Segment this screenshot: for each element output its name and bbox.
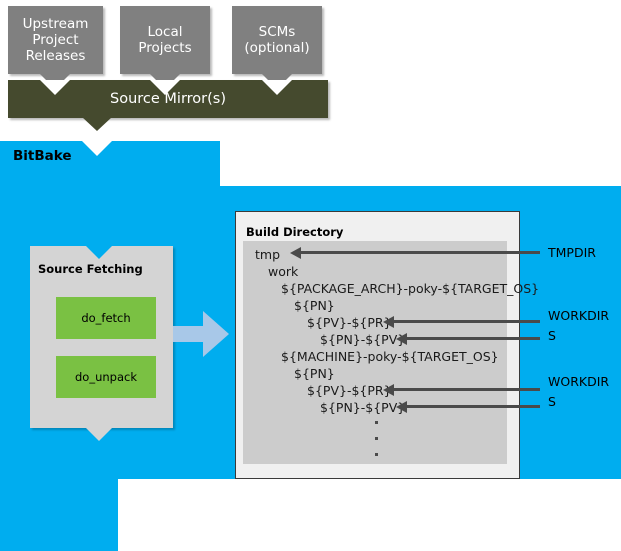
tmpdir-arrow-icon — [290, 247, 301, 259]
tmpdir-arrow-shaft — [301, 251, 540, 254]
source-box-label: Upstream Project Releases — [22, 16, 89, 64]
directory-tree-panel — [243, 241, 507, 464]
source-fetching-output-arrow-icon — [86, 428, 112, 441]
s-2-arrow-shaft — [407, 405, 540, 408]
task-label: do_unpack — [75, 370, 137, 384]
fetch-to-builddir-arrow-icon — [203, 311, 229, 357]
mirror-notch-scms — [262, 80, 292, 95]
build-directory-title: Build Directory — [246, 225, 344, 239]
variable-label-s-2: S — [548, 394, 556, 409]
source-mirror-label: Source Mirror(s) — [110, 91, 226, 107]
tree-item-tmp: tmp — [255, 247, 281, 262]
task-box-do-fetch[interactable]: do_fetch — [56, 297, 156, 339]
variable-label-s-1: S — [548, 328, 556, 343]
source-fetching-inbound-notch — [86, 246, 112, 259]
tree-item-machine: ${MACHINE}-poky-${TARGET_OS} — [281, 349, 499, 364]
tree-item-pv-pr-2: ${PV}-${PR} — [307, 383, 392, 398]
variable-label-workdir-1: WORKDIR — [548, 308, 610, 323]
tree-item-pv-pr-1: ${PV}-${PR} — [307, 315, 392, 330]
workdir-2-arrow-shaft — [394, 388, 540, 391]
tree-item-pn-1: ${PN} — [294, 298, 335, 313]
tree-item-pn-pv-1: ${PN}-${PV} — [320, 332, 406, 347]
source-box-label: Local Projects — [138, 24, 192, 56]
bitbake-inbound-notch — [82, 141, 112, 156]
source-box-upstream-project-releases: Upstream Project Releases — [8, 6, 103, 74]
bitbake-title: BitBake — [13, 148, 72, 164]
s-2-arrow-icon — [396, 401, 407, 413]
ellipsis-dot — [375, 421, 378, 424]
s-1-arrow-icon — [396, 333, 407, 345]
tree-item-pn-2: ${PN} — [294, 366, 335, 381]
tree-item-package-arch: ${PACKAGE_ARCH}-poky-${TARGET_OS} — [281, 281, 540, 296]
source-box-label: SCMs (optional) — [244, 24, 310, 56]
tree-item-work: work — [268, 264, 299, 279]
mirror-notch-upstream — [40, 80, 70, 95]
workdir-1-arrow-icon — [383, 316, 394, 328]
source-box-scms-optional: SCMs (optional) — [232, 6, 322, 74]
ellipsis-dot — [375, 437, 378, 440]
workdir-2-arrow-icon — [383, 384, 394, 396]
mirror-notch-local — [150, 80, 180, 95]
workdir-1-arrow-shaft — [394, 320, 540, 323]
tree-item-pn-pv-2: ${PN}-${PV} — [320, 400, 406, 415]
fetch-to-builddir-arrow-shaft — [173, 326, 211, 342]
ellipsis-dot — [375, 453, 378, 456]
variable-label-tmpdir: TMPDIR — [548, 245, 596, 260]
task-label: do_fetch — [81, 311, 131, 325]
task-box-do-unpack[interactable]: do_unpack — [56, 356, 156, 398]
variable-label-workdir-2: WORKDIR — [548, 374, 610, 389]
source-box-local-projects: Local Projects — [120, 6, 210, 74]
source-fetching-title: Source Fetching — [38, 262, 143, 276]
s-1-arrow-shaft — [407, 337, 540, 340]
mirror-output-arrow-icon — [82, 117, 112, 131]
source-mirror-bar: Source Mirror(s) — [8, 80, 328, 118]
